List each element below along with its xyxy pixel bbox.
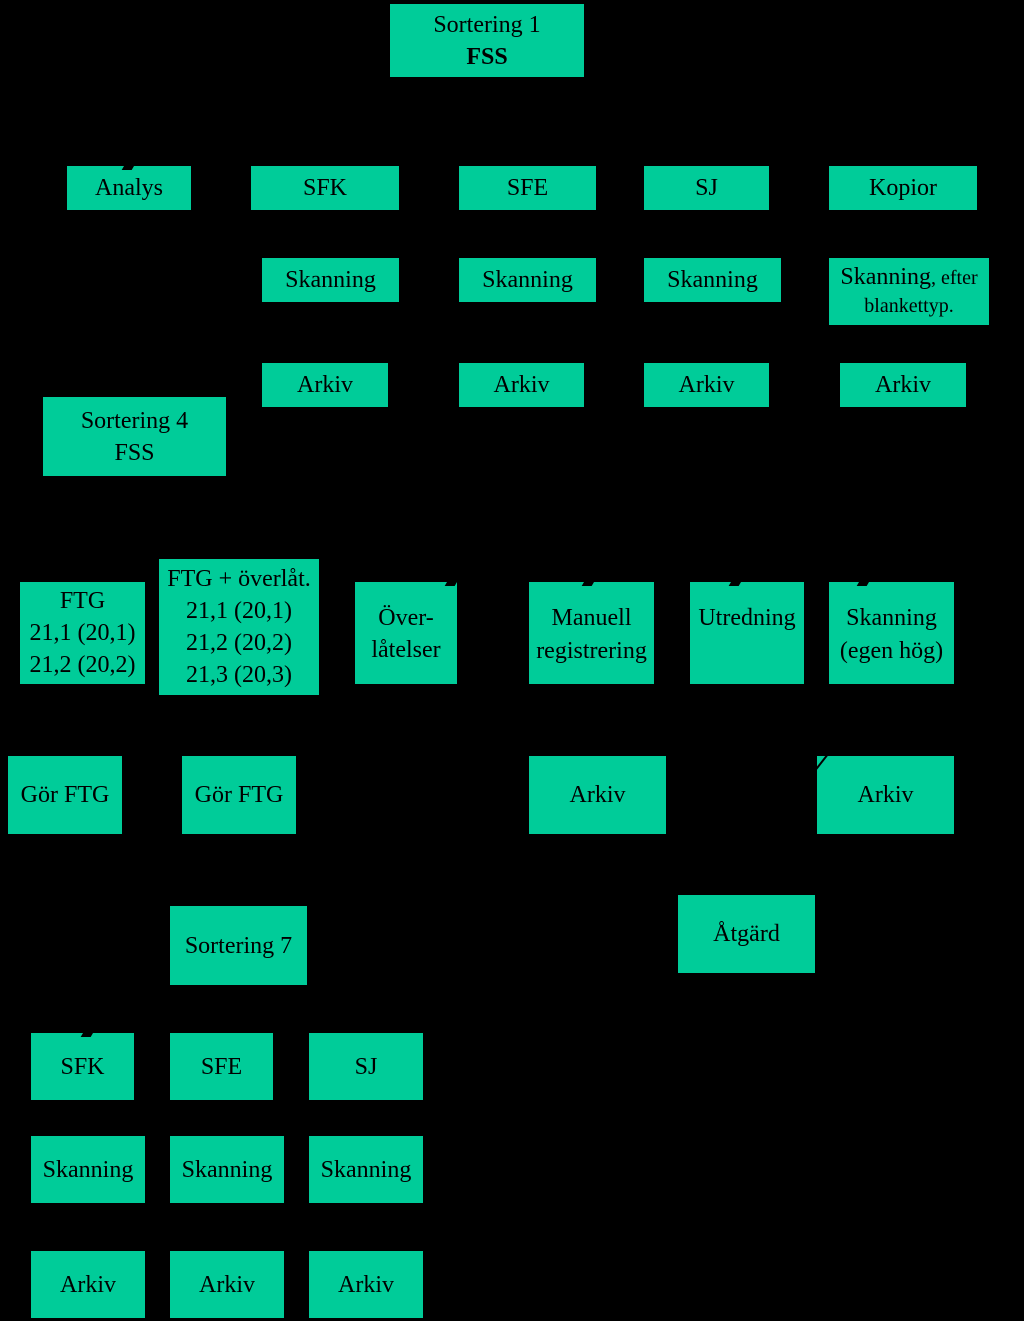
node-label: Skanning [667,267,758,293]
node-ftg-overlat: FTG + överlåt. 21,1 (20,1) 21,2 (20,2) 2… [159,559,319,695]
node-label: Skanning [285,267,376,293]
connector-notch [581,578,597,586]
node-sortering-4: Sortering 4 FSS [43,397,226,476]
node-skanning-sfk-bottom: Skanning [31,1136,145,1203]
connector-notch [121,162,137,170]
node-label: Arkiv [493,372,550,398]
node-skanning-sj: Skanning [644,258,781,302]
node-label: Skanning [482,267,573,293]
node-label: 21,1 (20,1) [29,620,136,646]
node-arkiv-sj-bottom: Arkiv [309,1251,423,1318]
node-label: FTG + överlåt. [167,566,311,592]
node-label: Arkiv [678,372,735,398]
node-label: Manuell [551,605,632,631]
node-label: Åtgärd [713,921,780,947]
node-label: Arkiv [199,1271,255,1298]
node-skanning-sfe-bottom: Skanning [170,1136,284,1203]
node-label: SJ [695,175,718,201]
node-label-suffix: , efter [931,267,978,289]
node-label: Sortering 4 [80,407,189,434]
node-arkiv-sfe: Arkiv [459,363,584,407]
node-sortering-1: Sortering 1 FSS [390,4,584,77]
node-label: Arkiv [338,1271,394,1298]
node-label: SFE [200,1053,243,1080]
node-label-line1: Skanning, efter [840,263,977,292]
node-label: registrering [536,638,647,664]
node-label: Skanning [181,1156,273,1183]
node-arkiv-egen: Arkiv [813,753,954,834]
node-sfe-top: SFE [459,166,596,210]
node-analys: Analys [67,162,191,210]
node-label: Skanning [846,605,937,631]
node-label: (egen hög) [839,638,944,664]
node-label: Analys [95,175,163,201]
node-label: FSS [114,439,155,466]
node-label: 21,1 (20,1) [186,598,292,624]
node-arkiv-sj: Arkiv [644,363,769,407]
node-label: Kopior [869,175,937,201]
node-label: Skanning [42,1156,134,1183]
node-skanning-sj-bottom: Skanning [309,1136,423,1203]
connector-notch [444,578,460,586]
node-atgard: Åtgärd [678,895,815,973]
node-label: Sortering 1 [433,11,541,38]
node-sfe-bottom: SFE [170,1033,273,1100]
node-kopior: Kopior [829,166,977,210]
node-label: FTG [59,588,106,614]
node-skanning-sfk: Skanning [262,258,399,302]
node-arkiv-sfe-bottom: Arkiv [170,1251,284,1318]
node-label: Arkiv [857,782,914,808]
node-arkiv-sfk-bottom: Arkiv [31,1251,145,1318]
connector-stroke [813,753,829,773]
node-arkiv-sfk: Arkiv [262,363,388,407]
node-arkiv-kopior: Arkiv [840,363,966,407]
node-label: Sortering 7 [184,932,293,959]
node-label: Gör FTG [20,782,110,808]
node-sfk-top: SFK [251,166,399,210]
node-sortering-7: Sortering 7 [170,906,307,985]
connector-notch [728,578,743,586]
node-label: Gör FTG [194,782,284,808]
node-gor-ftg-2: Gör FTG [182,756,296,834]
node-overlatelser: Över- låtelser [355,578,460,684]
node-sj-bottom: SJ [309,1033,423,1100]
node-label: Arkiv [569,782,626,808]
node-sj-top: SJ [644,166,769,210]
node-label: låtelser [371,637,441,663]
node-label-bold: FSS [466,43,508,70]
node-label: Arkiv [875,372,931,398]
node-skanning-sfe: Skanning [459,258,596,302]
node-label-line2: blankettyp. [864,295,954,317]
node-label: 21,3 (20,3) [186,662,292,688]
node-label: SFK [302,175,348,201]
node-label: Arkiv [60,1271,116,1298]
node-label: SFK [60,1053,105,1080]
node-label: 21,2 (20,2) [186,630,292,656]
node-label: Över- [378,605,434,631]
node-label: 21,2 (20,2) [29,652,136,678]
node-label: SJ [354,1053,378,1080]
node-manuell-registrering: Manuell registrering [529,578,654,684]
node-gor-ftg-1: Gör FTG [8,756,122,834]
node-skanning-egen-hog: Skanning (egen hög) [829,578,954,684]
node-utredning: Utredning [690,578,804,684]
connector-notch [80,1029,95,1037]
node-label: Arkiv [297,372,353,398]
connector-notch [856,578,872,586]
node-label: Skanning [320,1156,412,1183]
node-skanning-kopior: Skanning, efter blankettyp. [829,258,989,325]
node-ftg: FTG 21,1 (20,1) 21,2 (20,2) [20,582,145,684]
node-sfk-bottom: SFK [31,1029,134,1100]
node-label-main: Skanning [840,264,932,290]
node-label: Utredning [698,605,796,631]
node-label: SFE [506,175,549,201]
node-arkiv-manuell: Arkiv [529,756,666,834]
